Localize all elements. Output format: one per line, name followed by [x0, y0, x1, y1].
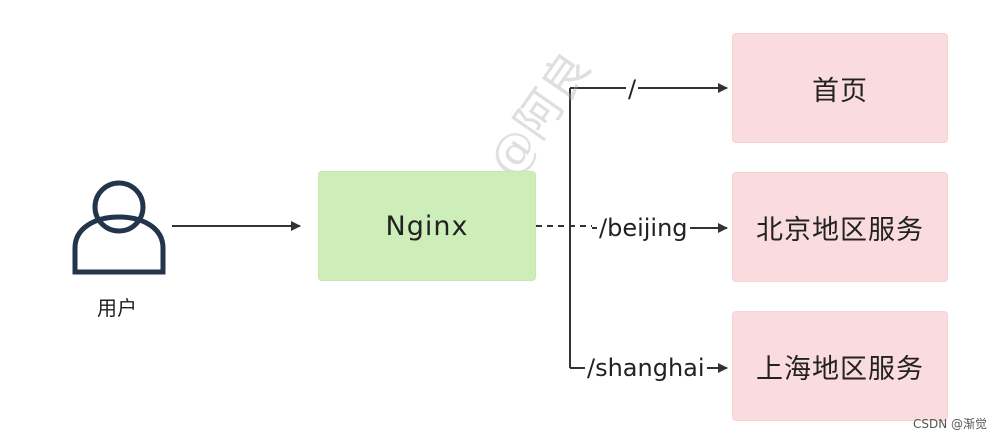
target-label-home: 首页 — [812, 75, 868, 107]
target-label-beijing: 北京地区服务 — [756, 214, 924, 246]
user-label: 用户 — [97, 296, 137, 320]
route-label-beijing: /beijing — [597, 214, 690, 242]
user-icon — [72, 180, 166, 275]
target-box-home: 首页 — [732, 33, 948, 143]
target-label-shanghai: 上海地区服务 — [756, 353, 924, 385]
nginx-label: Nginx — [385, 210, 469, 242]
footer-credit: CSDN @渐觉 — [912, 417, 987, 431]
target-box-shanghai: 上海地区服务 — [732, 311, 948, 421]
nginx-box: Nginx — [318, 171, 536, 281]
route-label-home: / — [626, 75, 639, 103]
target-box-beijing: 北京地区服务 — [732, 172, 948, 282]
route-label-shanghai: /shanghai — [585, 354, 707, 382]
